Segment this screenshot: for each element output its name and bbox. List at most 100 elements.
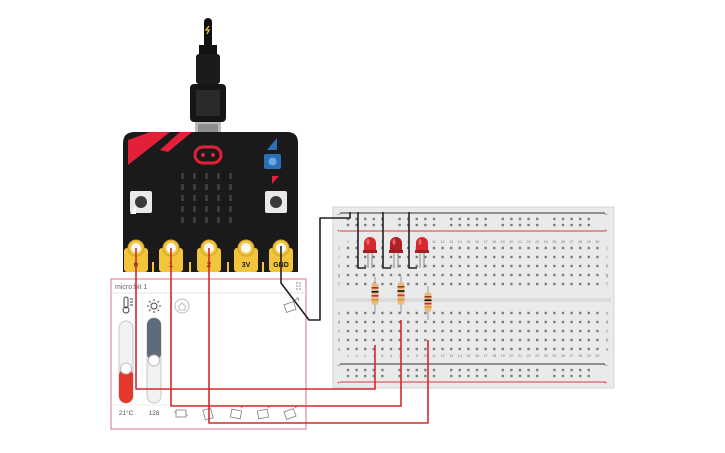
column-number: 12 <box>441 240 445 244</box>
light-slider[interactable] <box>146 317 162 404</box>
column-number: 3 <box>364 354 366 358</box>
rail-plus-label-right: + <box>604 229 608 235</box>
matrix-led <box>205 173 208 179</box>
row-letter: e <box>338 311 341 316</box>
pin-contact <box>227 262 229 272</box>
usb-cable[interactable] <box>190 18 226 134</box>
column-number: 25 <box>552 354 556 358</box>
column-number: 24 <box>544 354 548 358</box>
rail-plus-label-bottom-right: + <box>604 381 608 387</box>
matrix-led <box>229 195 232 201</box>
pin-contact <box>189 262 191 272</box>
resistor-3[interactable] <box>424 286 432 320</box>
column-number: 5 <box>381 354 383 358</box>
column-number: 18 <box>492 240 496 244</box>
panel-title: micro:bit 1 <box>115 284 147 291</box>
temperature-slider[interactable] <box>118 320 134 404</box>
column-number: 23 <box>535 240 539 244</box>
row-letter: j <box>606 246 608 251</box>
led-2[interactable] <box>389 237 403 268</box>
wire-led1-cathode[interactable] <box>357 212 366 269</box>
breadboard-holes[interactable] <box>346 217 599 378</box>
chip-icon[interactable] <box>174 409 188 418</box>
column-number: 8 <box>407 354 409 358</box>
matrix-led <box>181 206 184 212</box>
led-3[interactable] <box>415 237 429 268</box>
row-letter: i <box>339 255 340 260</box>
board-accent <box>128 132 170 165</box>
pin-contact <box>152 262 154 272</box>
matrix-led <box>181 184 184 190</box>
matrix-led <box>181 173 184 179</box>
wire-pin2[interactable] <box>208 248 429 424</box>
column-number: 11 <box>432 354 436 358</box>
row-letter: b <box>338 338 341 343</box>
home-icon[interactable] <box>174 298 190 314</box>
column-number: 13 <box>449 240 453 244</box>
matrix-led <box>193 184 196 190</box>
wire-led3-cathode[interactable] <box>408 212 417 269</box>
column-number: 22 <box>527 240 531 244</box>
column-number: 21 <box>518 240 522 244</box>
row-letter: h <box>338 264 341 269</box>
row-letter: i <box>607 255 608 260</box>
column-number: 17 <box>484 354 488 358</box>
column-number: 24 <box>544 240 548 244</box>
matrix-led <box>217 217 220 223</box>
led-1[interactable] <box>363 237 377 268</box>
sun-icon <box>147 299 161 313</box>
column-number: 6 <box>390 354 392 358</box>
pin-contact <box>262 262 264 272</box>
column-number: 23 <box>535 354 539 358</box>
resistor-2[interactable] <box>397 276 405 313</box>
column-number: 19 <box>501 354 505 358</box>
column-number: 14 <box>458 354 462 358</box>
matrix-led <box>217 206 220 212</box>
matrix-led <box>229 217 232 223</box>
temperature-value: 21°C <box>119 409 134 417</box>
matrix-led <box>193 173 196 179</box>
wire-pin0[interactable] <box>135 248 376 390</box>
matrix-led <box>181 217 184 223</box>
column-number: 22 <box>527 354 531 358</box>
column-number: 11 <box>432 240 436 244</box>
row-letter: d <box>606 320 609 325</box>
matrix-led <box>217 195 220 201</box>
column-number: 1 <box>347 240 349 244</box>
column-number: 28 <box>578 240 582 244</box>
column-number: 15 <box>466 354 470 358</box>
column-number: 29 <box>587 354 591 358</box>
matrix-led <box>229 184 232 190</box>
column-number: 19 <box>501 240 505 244</box>
matrix-led <box>205 184 208 190</box>
wire-pin1[interactable] <box>170 248 402 407</box>
row-letter: b <box>606 338 609 343</box>
column-number: 15 <box>466 240 470 244</box>
column-number: 17 <box>484 240 488 244</box>
matrix-led <box>193 195 196 201</box>
bluetooth-icon <box>267 138 277 150</box>
matrix-led <box>181 195 184 201</box>
breadboard[interactable]: − + − + − + − + 112233445566778899101011… <box>332 206 615 389</box>
button-a[interactable] <box>130 191 152 214</box>
wire-gnd[interactable] <box>280 212 351 321</box>
resistor-1[interactable] <box>371 277 379 313</box>
matrix-led <box>217 173 220 179</box>
column-number: 27 <box>570 354 574 358</box>
column-number: 18 <box>492 354 496 358</box>
pin-3v[interactable]: 3V <box>234 239 258 272</box>
column-number: 25 <box>552 240 556 244</box>
drag-handle[interactable] <box>296 282 301 290</box>
row-letter: h <box>606 264 609 269</box>
matrix-led <box>229 206 232 212</box>
button-b[interactable] <box>265 191 287 213</box>
matrix-led <box>205 217 208 223</box>
column-number: 29 <box>587 240 591 244</box>
wire-led2-cathode[interactable] <box>382 212 391 269</box>
column-number: 16 <box>475 240 479 244</box>
rotate-icon[interactable] <box>283 297 300 314</box>
row-letter: f <box>606 282 608 287</box>
